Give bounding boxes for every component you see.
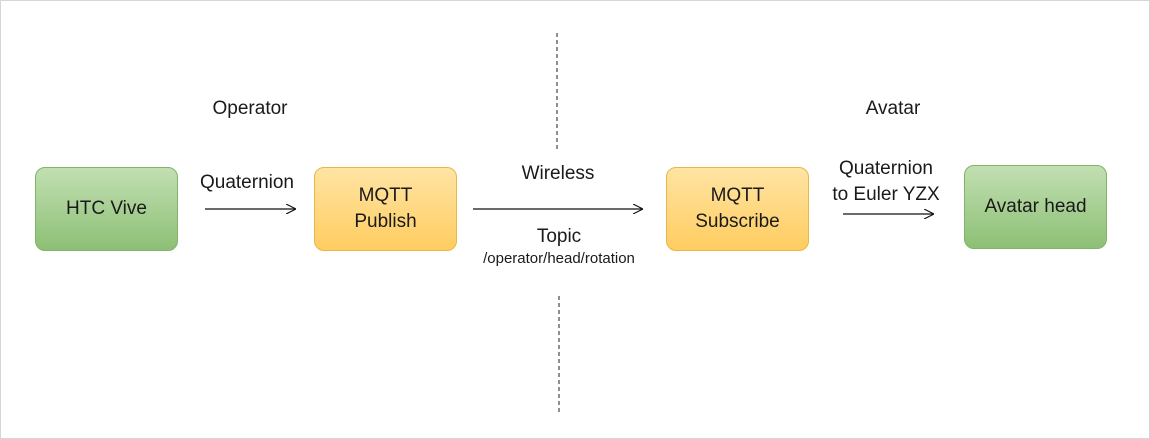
quaternion-edge-label: Quaternion	[199, 172, 295, 193]
mqtt-subscribe-node: MQTT Subscribe	[666, 167, 809, 251]
htc-vive-node: HTC Vive	[35, 167, 178, 251]
avatar-head-node: Avatar head	[964, 165, 1107, 249]
mqtt-publish-node: MQTT Publish	[314, 167, 457, 251]
mqtt-publish-label: MQTT Publish	[354, 185, 417, 232]
topic-edge-label: Topic	[536, 226, 582, 247]
avatar-head-label: Avatar head	[984, 196, 1087, 217]
wireless-edge-label: Wireless	[521, 163, 595, 184]
mqtt-subscribe-label: MQTT Subscribe	[695, 185, 780, 232]
topic-path-label: /operator/head/rotation	[483, 250, 635, 267]
conversion-edge-label: Quaternion to Euler YZX	[832, 158, 940, 205]
operator-region-label: Operator	[212, 98, 288, 119]
htc-vive-label: HTC Vive	[66, 198, 147, 219]
avatar-region-label: Avatar	[865, 98, 921, 119]
